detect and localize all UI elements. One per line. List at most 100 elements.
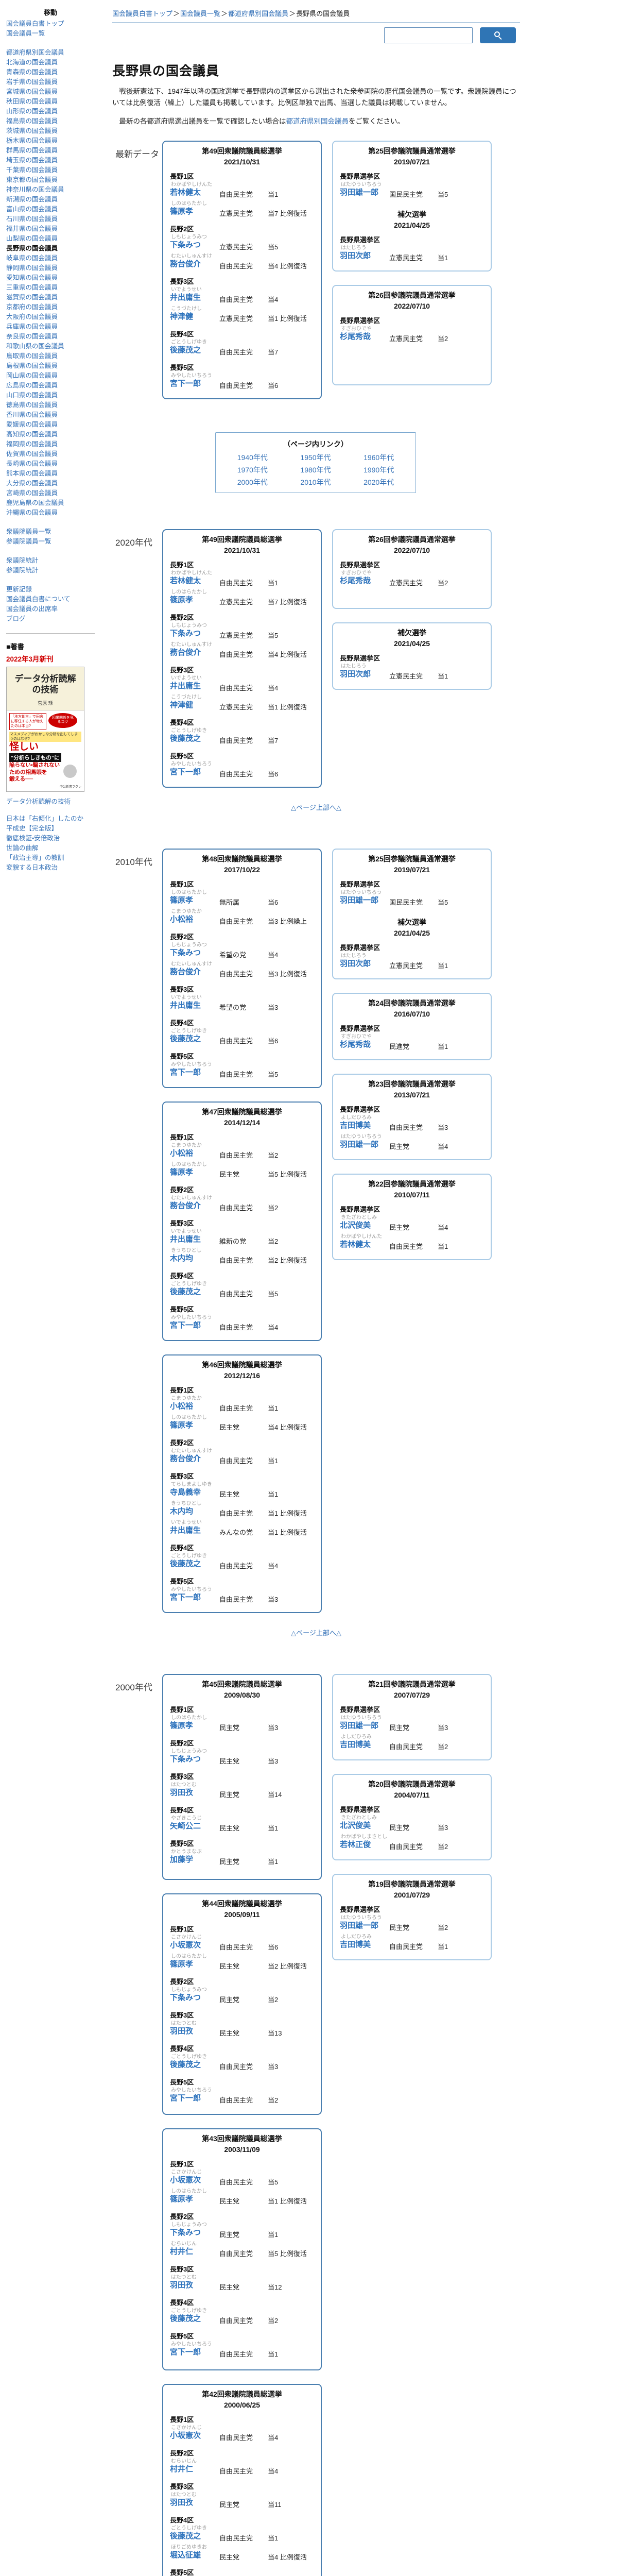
breadcrumb-link[interactable]: 都道府県別国会議員 — [228, 10, 289, 18]
member-name-link[interactable]: 務台俊介 — [170, 259, 201, 268]
book-link[interactable]: データ分析読解の技術 — [6, 798, 71, 805]
sidebar-link[interactable]: 北海道の国会議員 — [6, 59, 58, 66]
member-name-link[interactable]: 後藤茂之 — [170, 734, 201, 743]
member-name-link[interactable]: 羽田次郎 — [340, 959, 371, 968]
member-name-link[interactable]: 篠原孝 — [170, 1959, 194, 1969]
member-name-link[interactable]: 若林健太 — [170, 576, 201, 585]
sidebar-link[interactable]: 神奈川県の国会議員 — [6, 186, 64, 193]
sidebar-link[interactable]: 滋賀県の国会議員 — [6, 294, 58, 301]
member-name-link[interactable]: 宮下一郎 — [170, 379, 201, 388]
member-name-link[interactable]: 堀込征雄 — [170, 2550, 201, 2560]
sidebar-link[interactable]: 埼玉県の国会議員 — [6, 157, 58, 164]
pagelink-decade[interactable]: 2010年代 — [300, 478, 331, 486]
member-name-link[interactable]: 小松裕 — [170, 914, 194, 924]
member-name-link[interactable]: 宮下一郎 — [170, 2093, 201, 2103]
book-link[interactable]: 平成史【完全版】 — [6, 824, 58, 832]
sidebar-link[interactable]: 佐賀県の国会議員 — [6, 450, 58, 457]
sidebar-link[interactable]: 更新記録 — [6, 586, 32, 593]
sidebar-link[interactable]: 熊本県の国会議員 — [6, 470, 58, 477]
sidebar-link[interactable]: 岡山県の国会議員 — [6, 372, 58, 379]
member-name-link[interactable]: 杉尾秀哉 — [340, 1040, 371, 1049]
member-name-link[interactable]: 篠原孝 — [170, 2194, 194, 2204]
member-name-link[interactable]: 篠原孝 — [170, 1721, 194, 1730]
member-name-link[interactable]: 木内均 — [170, 1506, 194, 1516]
sidebar-link[interactable]: 国会議員白書について — [6, 596, 71, 603]
sidebar-link[interactable]: 沖縄県の国会議員 — [6, 509, 58, 516]
member-name-link[interactable]: 宮下一郎 — [170, 2347, 201, 2357]
member-name-link[interactable]: 後藤茂之 — [170, 2531, 201, 2540]
member-name-link[interactable]: 羽田孜 — [170, 1788, 194, 1797]
sidebar-link[interactable]: 山形県の国会議員 — [6, 108, 58, 115]
member-name-link[interactable]: 小坂憲次 — [170, 2175, 201, 2184]
sidebar-link[interactable]: 都道府県別国会議員 — [6, 49, 64, 56]
sidebar-link[interactable]: 参議院議員一覧 — [6, 538, 51, 545]
member-name-link[interactable]: 羽田雄一郎 — [340, 188, 379, 197]
member-name-link[interactable]: 井出庸生 — [170, 1234, 201, 1244]
member-name-link[interactable]: 吉田博美 — [340, 1740, 371, 1749]
sidebar-link[interactable]: 栃木県の国会議員 — [6, 137, 58, 144]
sidebar-link[interactable]: 兵庫県の国会議員 — [6, 323, 58, 330]
member-name-link[interactable]: 寺島義幸 — [170, 1487, 201, 1497]
sidebar-link[interactable]: 和歌山県の国会議員 — [6, 343, 64, 350]
member-name-link[interactable]: 井出庸生 — [170, 1001, 201, 1010]
book-link[interactable]: 日本は「右傾化」したのか — [6, 815, 84, 822]
member-name-link[interactable]: 吉田博美 — [340, 1940, 371, 1949]
sidebar-link[interactable]: 衆議院統計 — [6, 557, 39, 564]
sidebar-link[interactable]: 京都府の国会議員 — [6, 303, 58, 311]
member-name-link[interactable]: 吉田博美 — [340, 1121, 371, 1130]
sidebar-link[interactable]: 香川県の国会議員 — [6, 411, 58, 418]
sidebar-link[interactable]: 長崎県の国会議員 — [6, 460, 58, 467]
sidebar-link[interactable]: 愛知県の国会議員 — [6, 274, 58, 281]
member-name-link[interactable]: 下条みつ — [170, 629, 201, 638]
sidebar-link[interactable]: 徳島県の国会議員 — [6, 401, 58, 409]
member-name-link[interactable]: 羽田次郎 — [340, 669, 371, 679]
breadcrumb-link[interactable]: 国会議員白書トップ — [112, 10, 173, 18]
sidebar-link[interactable]: 秋田県の国会議員 — [6, 98, 58, 105]
member-name-link[interactable]: 井出庸生 — [170, 1526, 201, 1535]
search-button[interactable] — [480, 27, 516, 43]
sidebar-link[interactable]: 鳥取県の国会議員 — [6, 352, 58, 360]
book-cover-image[interactable]: データ分析読解 の技術 菅原 琢 「地方創生」で田舎に移住する人が増えたのは本当… — [6, 667, 84, 792]
sidebar-link[interactable]: 大分県の国会議員 — [6, 480, 58, 487]
member-name-link[interactable]: 井出庸生 — [170, 681, 201, 690]
member-name-link[interactable]: 若林正俊 — [340, 1840, 371, 1849]
sidebar-link[interactable]: 国会議員の出席率 — [6, 605, 58, 613]
member-name-link[interactable]: 村井仁 — [170, 2464, 194, 2473]
member-name-link[interactable]: 木内均 — [170, 1253, 194, 1263]
sidebar-link[interactable]: 衆議院議員一覧 — [6, 528, 51, 535]
member-name-link[interactable]: 北沢俊美 — [340, 1821, 371, 1830]
sidebar-link[interactable]: ブログ — [6, 615, 26, 622]
member-name-link[interactable]: 杉尾秀哉 — [340, 332, 371, 341]
pagelink-decade[interactable]: 1980年代 — [300, 465, 331, 474]
member-name-link[interactable]: 篠原孝 — [170, 207, 194, 216]
pagelink-decade[interactable]: 2000年代 — [237, 478, 268, 486]
member-name-link[interactable]: 村井仁 — [170, 2247, 194, 2256]
sidebar-link[interactable]: 東京都の国会議員 — [6, 176, 58, 183]
sidebar-link[interactable]: 富山県の国会議員 — [6, 206, 58, 213]
member-name-link[interactable]: 宮下一郎 — [170, 1067, 201, 1077]
member-name-link[interactable]: 羽田孜 — [170, 2280, 194, 2290]
book-link[interactable]: 「政治主導」の教訓 — [6, 854, 64, 861]
sidebar-link[interactable]: 茨城県の国会議員 — [6, 127, 58, 134]
back-to-top-link[interactable]: △ページ上部へ△ — [291, 803, 341, 811]
search-input[interactable] — [384, 27, 473, 43]
member-name-link[interactable]: 務台俊介 — [170, 648, 201, 657]
pagelink-decade[interactable]: 1940年代 — [237, 453, 268, 462]
member-name-link[interactable]: 神津健 — [170, 700, 194, 709]
book-link[interactable]: 変貌する日本政治 — [6, 863, 58, 871]
member-name-link[interactable]: 加藤学 — [170, 1855, 194, 1864]
member-name-link[interactable]: 若林健太 — [170, 188, 201, 197]
sidebar-link[interactable]: 石川県の国会議員 — [6, 215, 58, 223]
member-name-link[interactable]: 下条みつ — [170, 240, 201, 249]
pagelink-decade[interactable]: 1950年代 — [300, 453, 331, 462]
member-name-link[interactable]: 篠原孝 — [170, 1420, 194, 1430]
member-name-link[interactable]: 羽田孜 — [170, 2026, 194, 2036]
pagelink-decade[interactable]: 1990年代 — [364, 465, 394, 474]
prefecture-list-link[interactable]: 都道府県別国会議員 — [286, 117, 349, 125]
member-name-link[interactable]: 務台俊介 — [170, 1454, 201, 1463]
member-name-link[interactable]: 矢崎公二 — [170, 1821, 201, 1831]
member-name-link[interactable]: 小坂憲次 — [170, 1940, 201, 1950]
member-name-link[interactable]: 小松裕 — [170, 1148, 194, 1158]
member-name-link[interactable]: 後藤茂之 — [170, 2060, 201, 2069]
member-name-link[interactable]: 羽田雄一郎 — [340, 1140, 379, 1149]
